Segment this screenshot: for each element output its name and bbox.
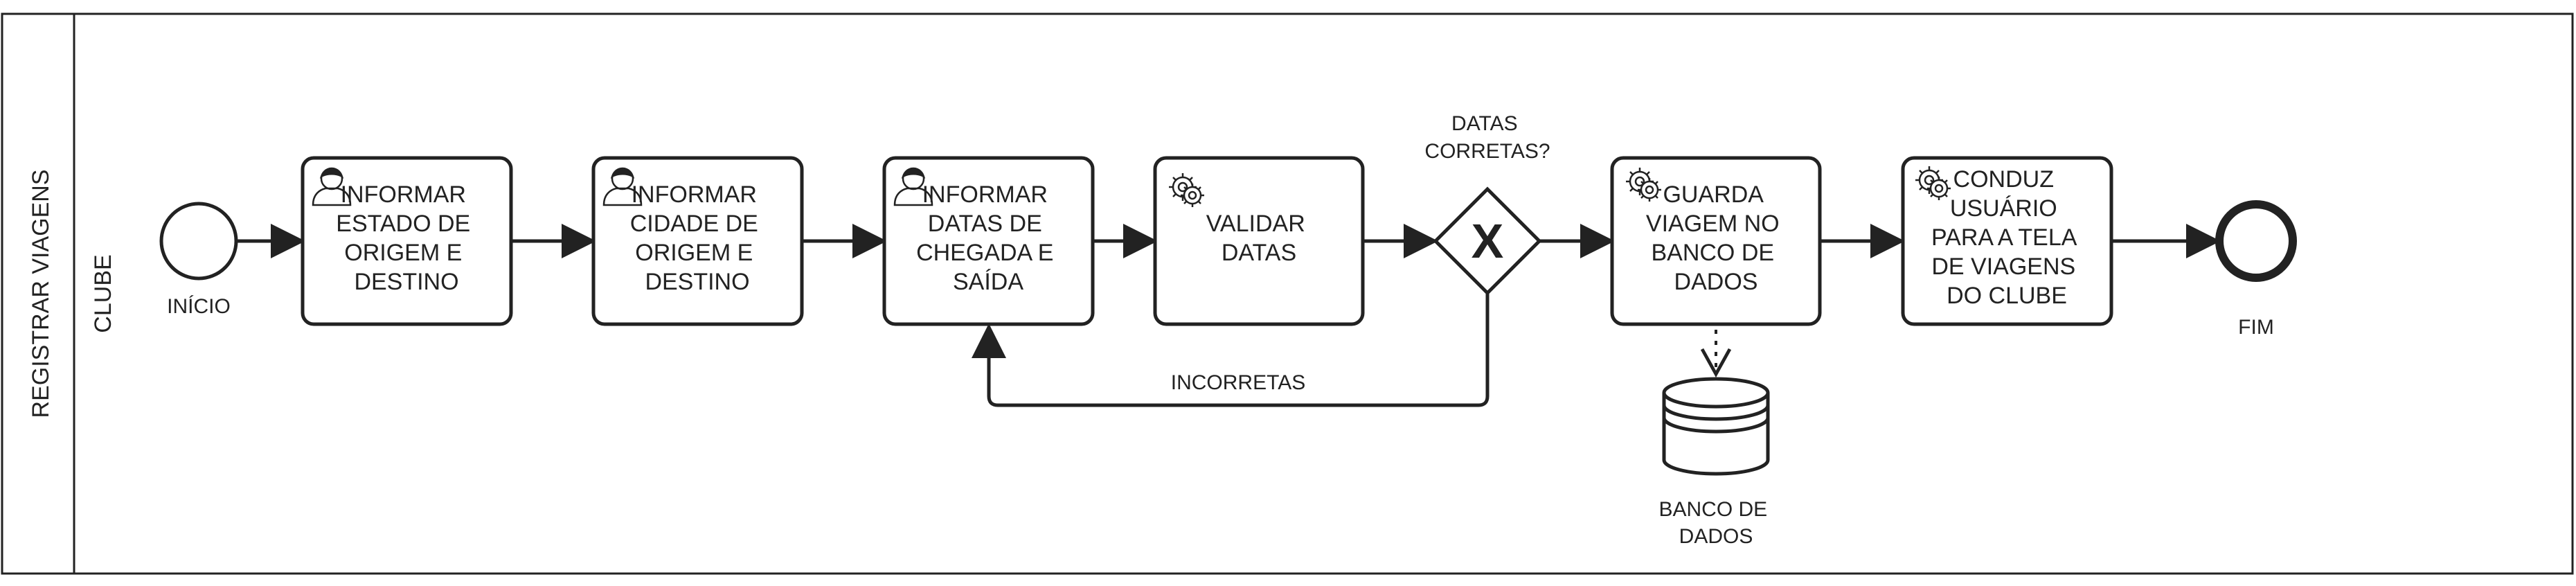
gear-icon: [1626, 168, 1661, 202]
end-event-label: FIM: [2238, 316, 2274, 339]
data-store-label: BANCO DE DADOS: [1658, 498, 1773, 548]
sequence-flows: [236, 224, 2221, 407]
gear-icon: [1169, 173, 1204, 207]
start-event: INÍCIO: [159, 202, 238, 318]
task-label-line: DESTINO: [354, 269, 458, 295]
task-label-line: ORIGEM E: [344, 240, 462, 266]
task-label-line: GUARDA: [1663, 181, 1764, 208]
task-label: CONDUZ USUÁRIO PARA A TELA DE VIAGENS DO…: [1931, 166, 2082, 309]
task-label-line: PARA A TELA: [1931, 224, 2077, 251]
task-label-line: DESTINO: [645, 269, 749, 295]
gateway-question: DATAS CORRETAS?: [1424, 112, 1550, 163]
task-label-line: DE VIAGENS: [1931, 254, 2075, 280]
task-label-line: CONDUZ: [1953, 166, 2054, 193]
gateway-marker: X: [1472, 214, 1504, 268]
user-icon: [893, 167, 933, 206]
exclusive-gateway: X DATAS CORRETAS? INCORRETAS: [1171, 112, 1550, 394]
task-label: GUARDA VIAGEM NO BANCO DE DADOS: [1646, 181, 1786, 295]
task-label: INFORMAR ESTADO DE ORIGEM E DESTINO: [336, 181, 476, 295]
gateway-question-line: DATAS: [1451, 112, 1518, 135]
task-label-line: INFORMAR: [922, 181, 1048, 208]
task-label-line: INFORMAR: [632, 181, 757, 208]
task-label: INFORMAR DATAS DE CHEGADA E SAÍDA: [916, 181, 1060, 295]
start-event-label: INÍCIO: [167, 295, 231, 318]
data-store-label-line: BANCO DE: [1658, 498, 1767, 521]
task-label-line: VIAGEM NO: [1646, 211, 1780, 237]
task-informar-datas: INFORMAR DATAS DE CHEGADA E SAÍDA: [882, 156, 1095, 326]
task-label: VALIDAR DATAS: [1206, 211, 1312, 266]
pool-label: REGISTRAR VIAGENS: [28, 170, 54, 418]
task-guarda-viagem: GUARDA VIAGEM NO BANCO DE DADOS: [1610, 156, 1822, 326]
data-store: BANCO DE DADOS: [1658, 377, 1773, 548]
task-label-line: USUÁRIO: [1950, 195, 2057, 222]
user-icon: [602, 167, 643, 206]
task-label-line: INFORMAR: [341, 181, 466, 208]
task-label-line: DATAS: [1222, 240, 1296, 266]
task-conduz-usuario: CONDUZ USUÁRIO PARA A TELA DE VIAGENS DO…: [1901, 156, 2113, 326]
task-label-line: SAÍDA: [953, 269, 1023, 295]
task-label-line: DO CLUBE: [1947, 283, 2067, 309]
task-label-line: CHEGADA E: [916, 240, 1053, 266]
gateway-incorrect-label: INCORRETAS: [1171, 371, 1305, 394]
gear-icon: [1915, 166, 1951, 200]
lane: CLUBE: [90, 254, 116, 332]
flow-gateway-incorrect-to-task3: [972, 294, 1490, 407]
task-label-line: ESTADO DE: [336, 211, 470, 237]
task-label: INFORMAR CIDADE DE ORIGEM E DESTINO: [630, 181, 765, 295]
task-informar-estado: INFORMAR ESTADO DE ORIGEM E DESTINO: [301, 156, 513, 326]
task-informar-cidade: INFORMAR CIDADE DE ORIGEM E DESTINO: [591, 156, 804, 326]
task-label-line: CIDADE DE: [630, 211, 758, 237]
data-store-label-line: DADOS: [1679, 525, 1753, 548]
gateway-question-line: CORRETAS?: [1424, 140, 1550, 163]
task-label-line: BANCO DE: [1651, 240, 1774, 266]
task-label-line: DADOS: [1674, 269, 1758, 295]
user-icon: [312, 167, 352, 206]
task-label-line: ORIGEM E: [635, 240, 753, 266]
task-label-line: VALIDAR: [1206, 211, 1305, 237]
lane-label: CLUBE: [90, 254, 116, 332]
task-label-line: DATAS DE: [928, 211, 1042, 237]
pool: REGISTRAR VIAGENS: [1, 12, 2574, 575]
task-validar-datas: VALIDAR DATAS: [1153, 156, 1365, 326]
end-event: FIM: [2215, 200, 2297, 339]
